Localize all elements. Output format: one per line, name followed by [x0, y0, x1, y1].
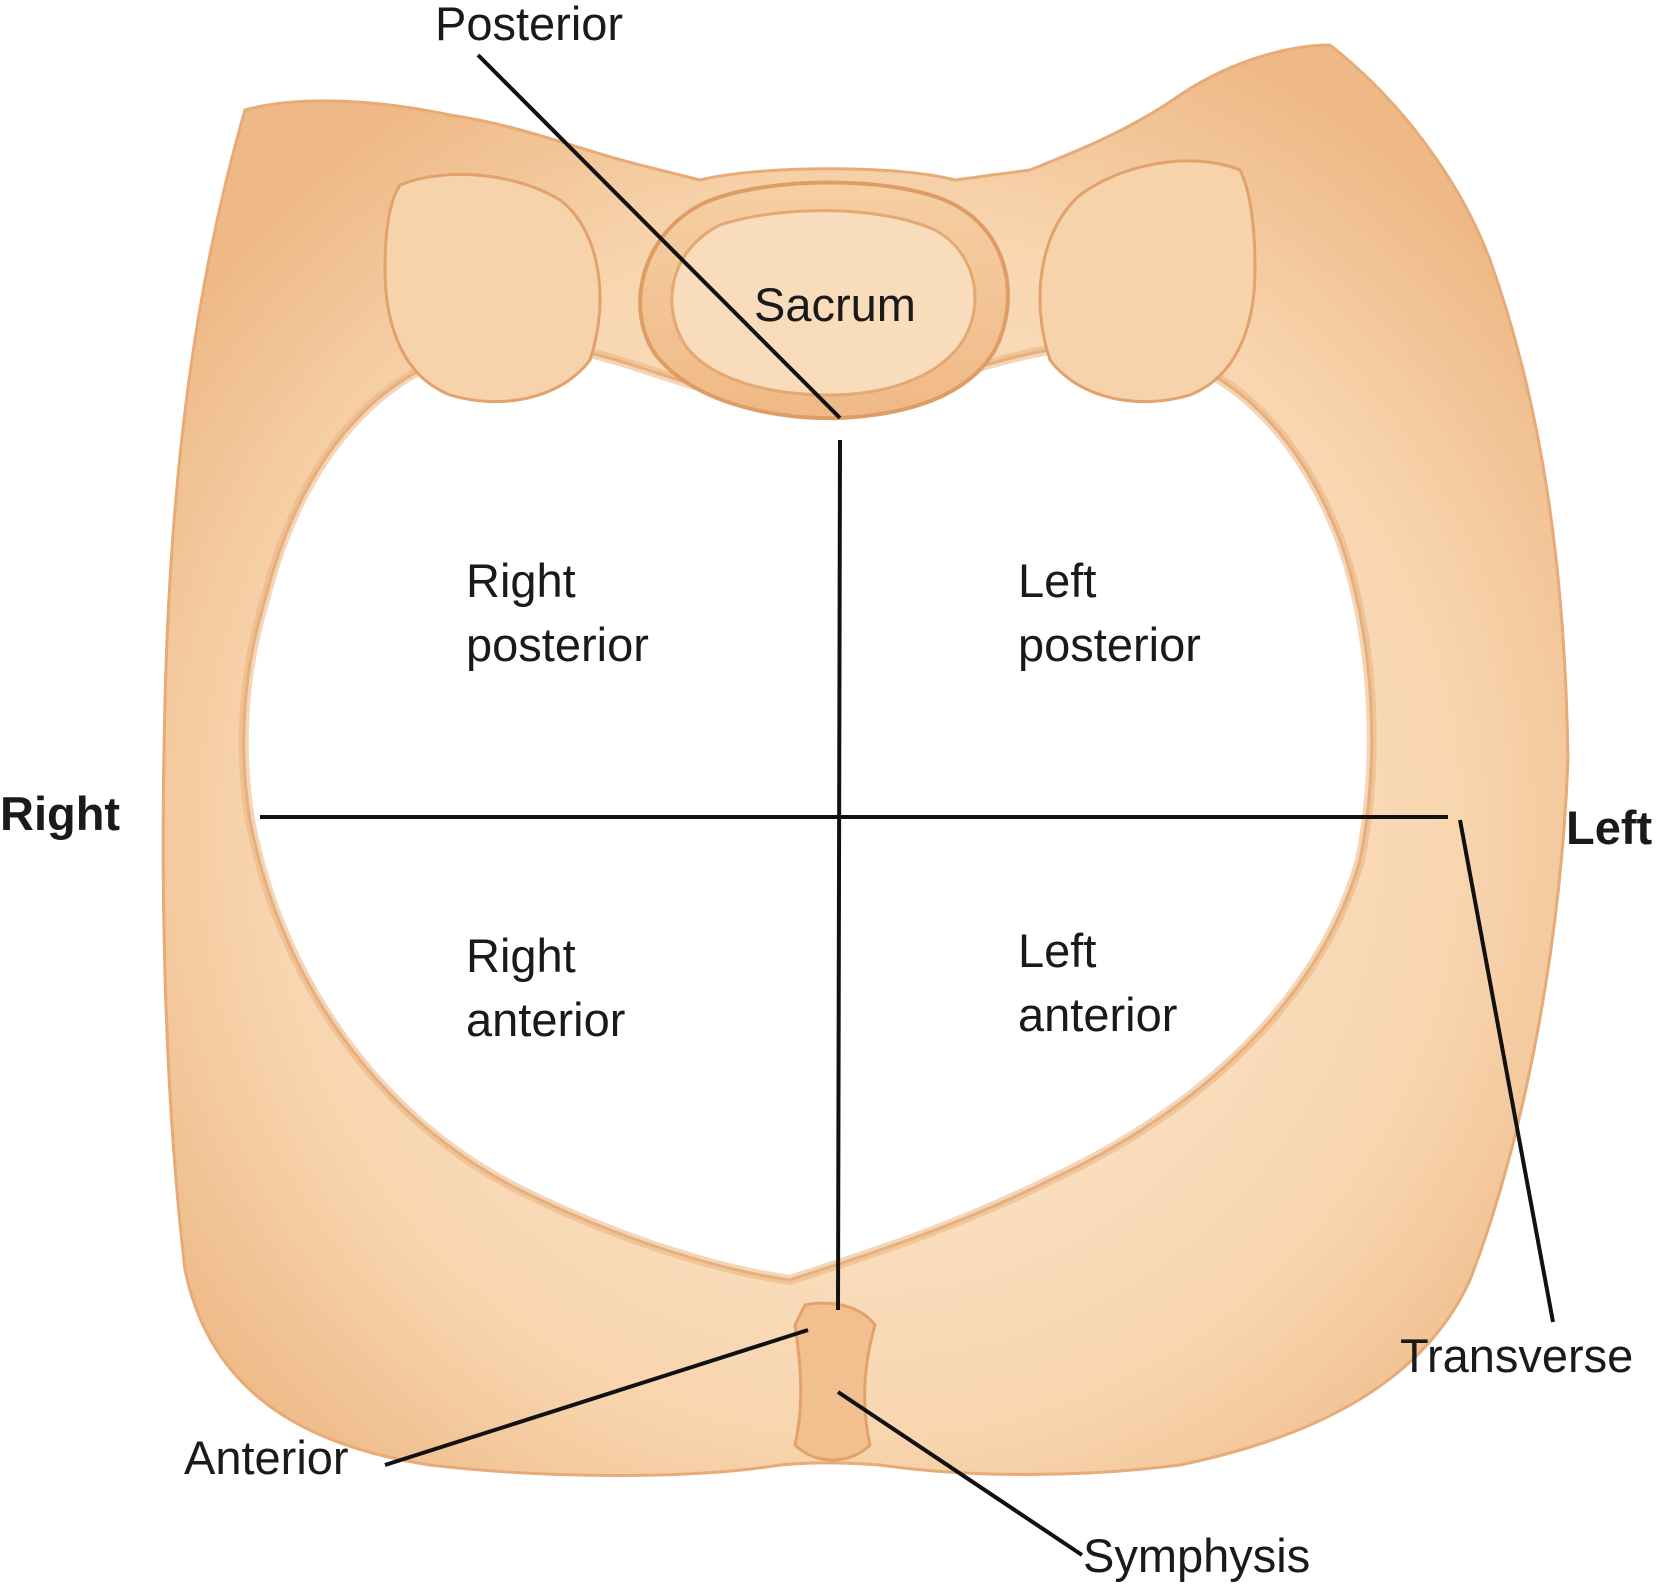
anterior-label: Anterior — [184, 1431, 349, 1484]
posterior-leader-line — [476, 53, 842, 420]
quadrant-right-anterior-line1: Right — [466, 929, 576, 982]
inlet-rim-shadow — [238, 339, 1377, 1286]
vertical-midline — [836, 439, 842, 1311]
quadrant-right-posterior: Right posterior — [466, 549, 649, 677]
quadrant-left-posterior-line1: Left — [1018, 554, 1097, 607]
transverse-label: Transverse — [1400, 1329, 1634, 1382]
symphysis-label: Symphysis — [1083, 1529, 1311, 1582]
right-sacroiliac-joint — [383, 172, 602, 404]
quadrant-left-anterior: Left anterior — [1018, 919, 1177, 1047]
quadrant-right-anterior: Right anterior — [466, 924, 625, 1052]
quadrant-right-posterior-line1: Right — [466, 554, 576, 607]
quadrant-right-anterior-line2: anterior — [466, 993, 626, 1046]
quadrant-left-posterior-line2: posterior — [1018, 618, 1201, 671]
posterior-label: Posterior — [435, 0, 624, 50]
quadrant-right-posterior-line2: posterior — [466, 618, 649, 671]
left-side-label: Left — [1566, 801, 1653, 854]
pubic-symphysis-shape — [793, 1301, 877, 1462]
sacrum-label: Sacrum — [754, 278, 916, 331]
anterior-leader-line — [384, 1328, 809, 1467]
transverse-leader-line — [1458, 819, 1555, 1323]
quadrant-left-anterior-line1: Left — [1018, 924, 1097, 977]
left-sacroiliac-joint — [1038, 159, 1257, 404]
reference-lines — [260, 53, 1555, 1557]
symphysis-leader-line — [836, 1390, 1084, 1557]
right-side-label: Right — [0, 787, 121, 840]
quadrant-left-anterior-line2: anterior — [1018, 988, 1178, 1041]
quadrant-left-posterior: Left posterior — [1018, 549, 1201, 677]
sacrum-inner-rim — [670, 209, 977, 397]
